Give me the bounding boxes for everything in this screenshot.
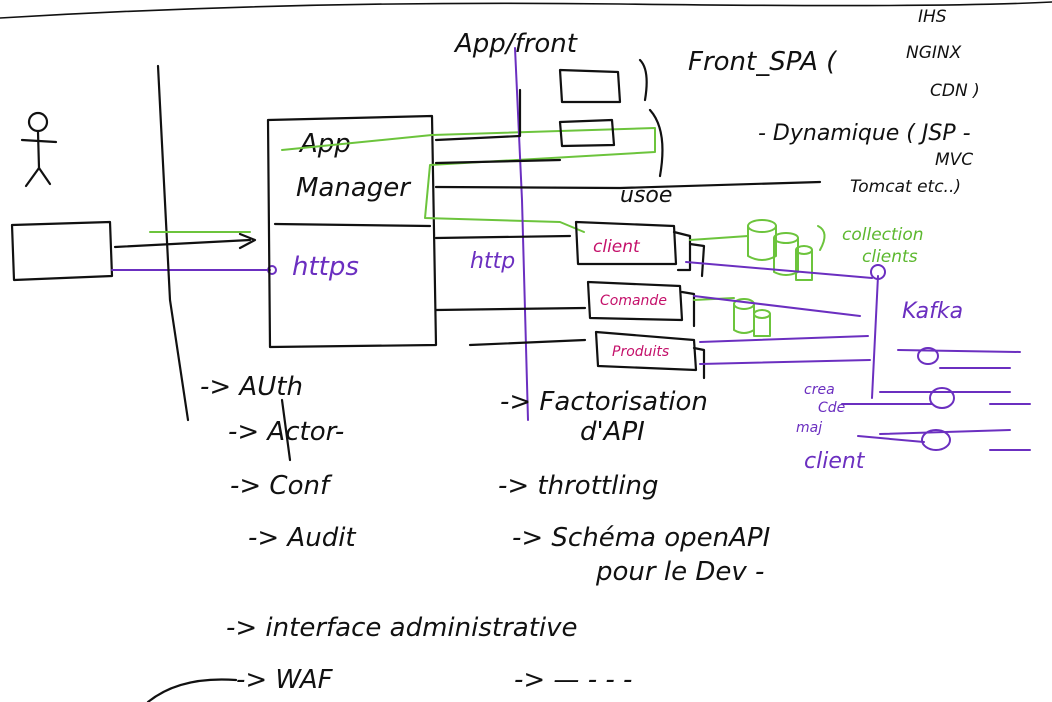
feature-pour-le-dev: pour le Dev - [595, 557, 764, 587]
route-line-2 [436, 160, 560, 163]
front-brace [640, 60, 662, 176]
feature-throttling: -> throttling [498, 471, 659, 501]
collection-db-icon [690, 220, 825, 280]
ihs-label: IHS [918, 7, 947, 27]
feature-interface-admin: -> interface administrative [226, 613, 578, 643]
http-label: http [470, 249, 515, 274]
cde-label: Cde [818, 400, 845, 416]
kafka-label: Kafka [902, 299, 963, 324]
mvc-label: MVC [935, 150, 973, 170]
tomcat-label: Tomcat etc..) [850, 177, 961, 197]
front-divider-line [515, 48, 528, 420]
maj-label: maj [796, 420, 822, 436]
app-front-label: App/front [453, 29, 578, 59]
maj-client-arrow [858, 436, 924, 442]
client-handle-label: client [804, 449, 866, 474]
app-manager-box [268, 116, 436, 347]
user-figure-icon [22, 113, 56, 186]
feature-factorisation: -> Factorisation [500, 387, 708, 417]
route-line-5 [436, 308, 585, 310]
usoe-label: usoe [620, 183, 672, 208]
crea-label: crea [804, 382, 835, 398]
https-label: https [292, 252, 359, 282]
client-service-label: client [593, 237, 641, 257]
dynamique-label: - Dynamique ( JSP - [758, 121, 971, 146]
bottom-arc [148, 679, 236, 702]
route-line-4 [436, 236, 570, 238]
feature-conf: -> Conf [230, 471, 333, 501]
commande-service-label: Comande [600, 293, 667, 309]
manager-label: Manager [296, 173, 412, 203]
feature-schema-openapi: -> Schéma openAPI [512, 523, 770, 553]
produits-event-line-2 [700, 336, 868, 342]
top-border-line [0, 2, 1052, 18]
route-line-6 [470, 340, 585, 345]
kafka-topic-line [872, 276, 878, 398]
front-spa-box [560, 70, 620, 102]
front-spa-label: Front_SPA ( [688, 47, 838, 77]
feature-dapi: d'API [580, 417, 645, 447]
feature-auth: -> AUth [200, 372, 303, 402]
produits-event-line [700, 360, 870, 364]
feature-etc: -> — - - - [514, 665, 632, 695]
client-event-line [686, 262, 872, 278]
feature-waf: -> WAF [236, 665, 334, 695]
produits-service-label: Produits [612, 344, 669, 360]
collection-label-1: collection [842, 225, 924, 245]
front-dynamic-box [560, 120, 614, 146]
client-box [12, 222, 112, 280]
kafka-consumer-1 [898, 348, 1020, 368]
collection-label-2: clients [862, 247, 918, 267]
app-manager-divider [275, 224, 430, 226]
feature-audit: -> Audit [248, 523, 356, 553]
cdn-label: CDN ) [930, 81, 980, 101]
client-to-manager-arrow [115, 240, 250, 247]
nginx-label: NGINX [906, 43, 962, 63]
commande-event-line [694, 296, 860, 316]
